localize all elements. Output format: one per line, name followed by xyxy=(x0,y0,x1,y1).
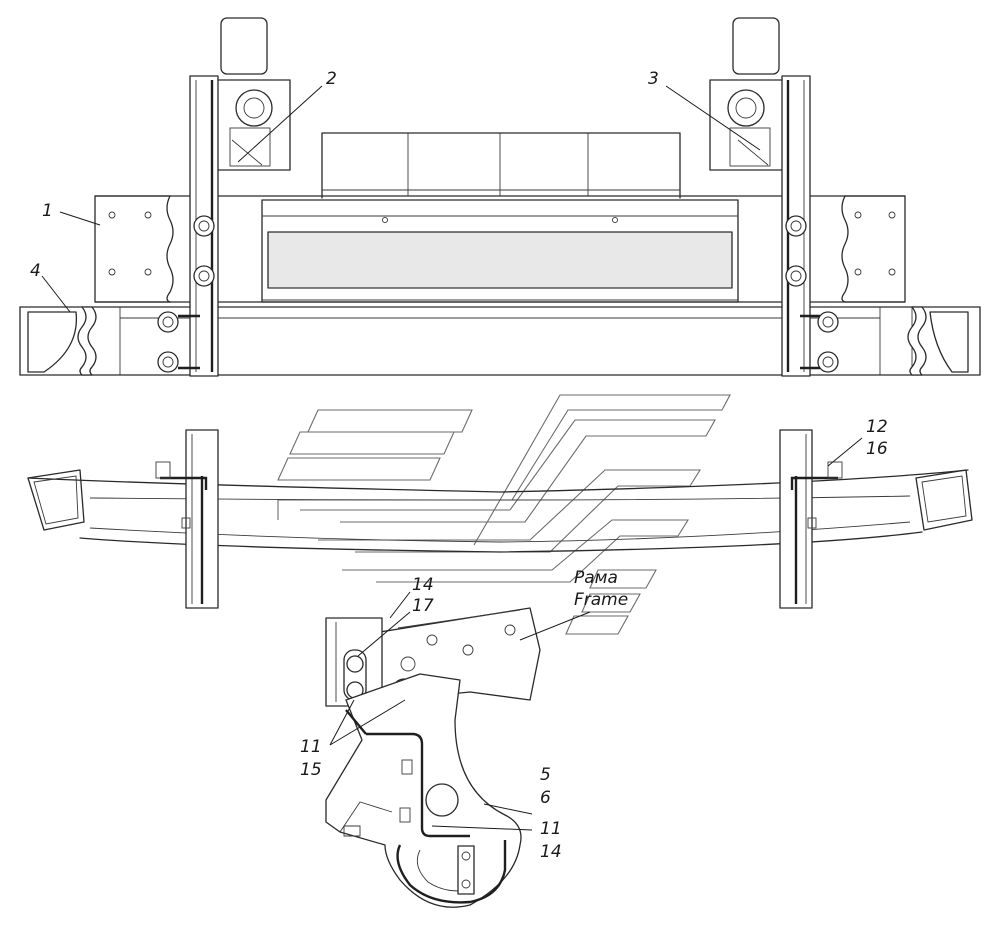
callout-4: 4 xyxy=(30,261,41,281)
callout-5: 5 xyxy=(540,765,551,785)
callout-frame-ru: Рама xyxy=(574,568,618,588)
callout-11-left: 11 xyxy=(300,737,322,757)
callout-3: 3 xyxy=(648,69,659,89)
callout-frame-en: Frame xyxy=(574,590,628,610)
callout-6: 6 xyxy=(540,788,551,808)
front-view xyxy=(27,429,973,609)
callout-14-bottom: 14 xyxy=(540,842,562,862)
callout-17: 17 xyxy=(412,596,434,616)
callout-14-top: 14 xyxy=(412,575,434,595)
callout-15: 15 xyxy=(300,760,322,780)
callout-16: 16 xyxy=(866,439,888,459)
watermark-logo xyxy=(277,394,731,635)
tow-hook-detail xyxy=(325,607,541,908)
callout-12: 12 xyxy=(866,417,888,437)
callout-labels: 1 2 3 4 12 16 Рама Frame 14 17 11 15 5 6… xyxy=(30,69,888,862)
callout-2: 2 xyxy=(326,69,337,89)
callout-1: 1 xyxy=(42,201,53,221)
callout-11-right: 11 xyxy=(540,819,562,839)
leader-lines xyxy=(41,85,863,831)
top-view xyxy=(19,17,981,377)
